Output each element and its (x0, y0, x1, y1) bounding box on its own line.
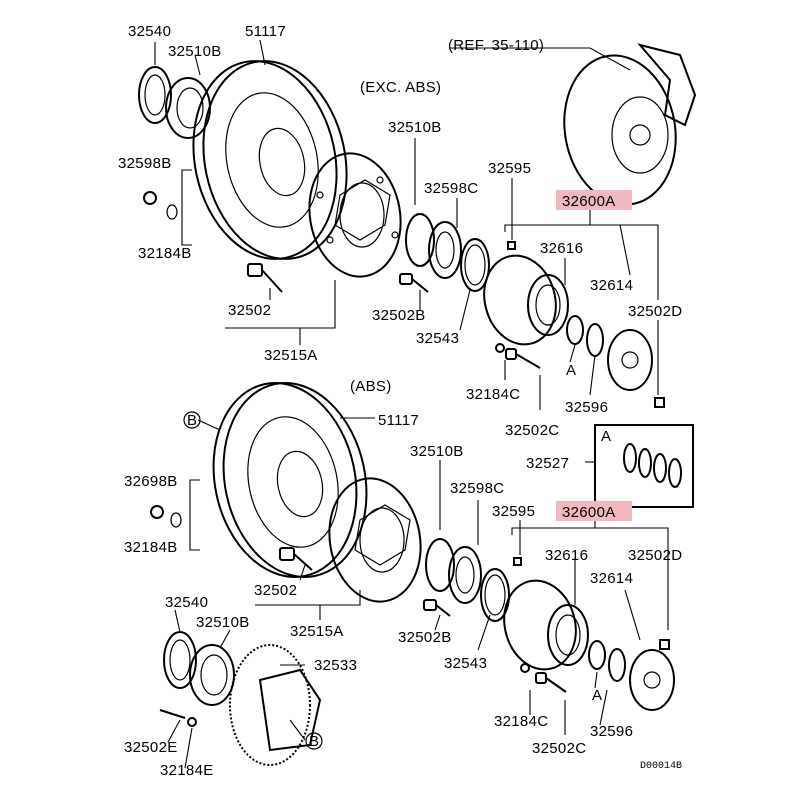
label-32502c-top: 32502C (505, 422, 559, 439)
label-32598c-bot: 32598C (450, 480, 504, 497)
label-32527: 32527 (526, 455, 569, 472)
label-32502b-bot: 32502B (398, 629, 452, 646)
locking-hub-top (483, 254, 653, 391)
label-51117-bot: 51117 (378, 412, 419, 429)
locking-hub-bottom (503, 579, 675, 711)
label-exc-abs: (EXC. ABS) (360, 79, 441, 96)
label-b-bot: B (309, 733, 319, 750)
drawing-code: D00014B (640, 761, 682, 772)
label-a-box: A (601, 428, 611, 445)
label-32596-bot: 32596 (590, 723, 633, 740)
label-32533: 32533 (314, 657, 357, 674)
label-32698b: 32698B (124, 473, 178, 490)
label-32598c-top: 32598C (424, 180, 478, 197)
label-32502e: 32502E (124, 739, 178, 756)
ref-rotor-caliper (563, 43, 697, 206)
label-abs: (ABS) (350, 378, 392, 395)
label-32543-bot: 32543 (444, 655, 487, 672)
label-32184c-top: 32184C (466, 386, 520, 403)
label-32543-top: 32543 (416, 330, 459, 347)
label-32540-bot: 32540 (165, 594, 208, 611)
label-32502b-top: 32502B (372, 307, 426, 324)
detail-box-a (594, 424, 694, 508)
label-ref: (REF. 35-110) (448, 37, 544, 54)
label-32502c-bot: 32502C (532, 740, 586, 757)
label-32614-bot: 32614 (590, 570, 633, 587)
part-labels: 32540 32510B 51117 (REF. 35-110) (EXC. A… (118, 23, 682, 779)
label-32596-top: 32596 (565, 399, 608, 416)
label-32616-top: 32616 (540, 240, 583, 257)
label-32184e: 32184E (160, 762, 214, 779)
inner-bearing-top (405, 213, 490, 292)
bolts-top (143, 191, 665, 408)
label-32515a-bot: 32515A (290, 623, 344, 640)
brake-disc-top (192, 60, 348, 260)
label-32616-bot: 32616 (545, 547, 588, 564)
brake-disc-bottom (212, 382, 368, 578)
highlight-32600a-bottom (556, 501, 632, 521)
label-a-top: A (566, 362, 576, 379)
label-32595-top: 32595 (488, 160, 531, 177)
hub-bottom (328, 477, 422, 603)
bolts-bottom (150, 505, 670, 727)
label-32600a-top: 32600A (562, 193, 616, 210)
marker-b-bottom-circle (305, 732, 323, 750)
marker-b-top-circle (183, 411, 201, 429)
label-a-bot: A (592, 687, 602, 704)
label-51117-top: 51117 (245, 23, 286, 40)
label-32595-bot: 32595 (492, 503, 535, 520)
outer-bearing-top (138, 66, 211, 139)
inner-bearing-bottom (425, 538, 510, 622)
label-32600a-bot: 32600A (562, 504, 616, 521)
label-32184c-bot: 32184C (494, 713, 548, 730)
label-32184b-top: 32184B (138, 245, 192, 262)
hub-top (308, 152, 402, 278)
highlight-32600a-top (556, 190, 632, 210)
label-32502d-top: 32502D (628, 303, 682, 320)
label-32598b-top: 32598B (118, 155, 172, 172)
abs-rotor-bearing (163, 631, 322, 766)
label-32510b-mid: 32510B (388, 119, 442, 136)
label-32502d-bot: 32502D (628, 547, 682, 564)
label-32540: 32540 (128, 23, 171, 40)
label-32614-top: 32614 (590, 277, 633, 294)
label-32502-bot: 32502 (254, 582, 297, 599)
label-b-top: B (187, 412, 197, 429)
leader-lines (154, 39, 669, 769)
label-32510b-bot: 32510B (410, 443, 464, 460)
label-32510b-bot2: 32510B (196, 614, 250, 631)
label-32502-top: 32502 (228, 302, 271, 319)
label-32510b-top: 32510B (168, 43, 222, 60)
label-32515a-top: 32515A (264, 347, 318, 364)
label-32184b-bot: 32184B (124, 539, 178, 556)
